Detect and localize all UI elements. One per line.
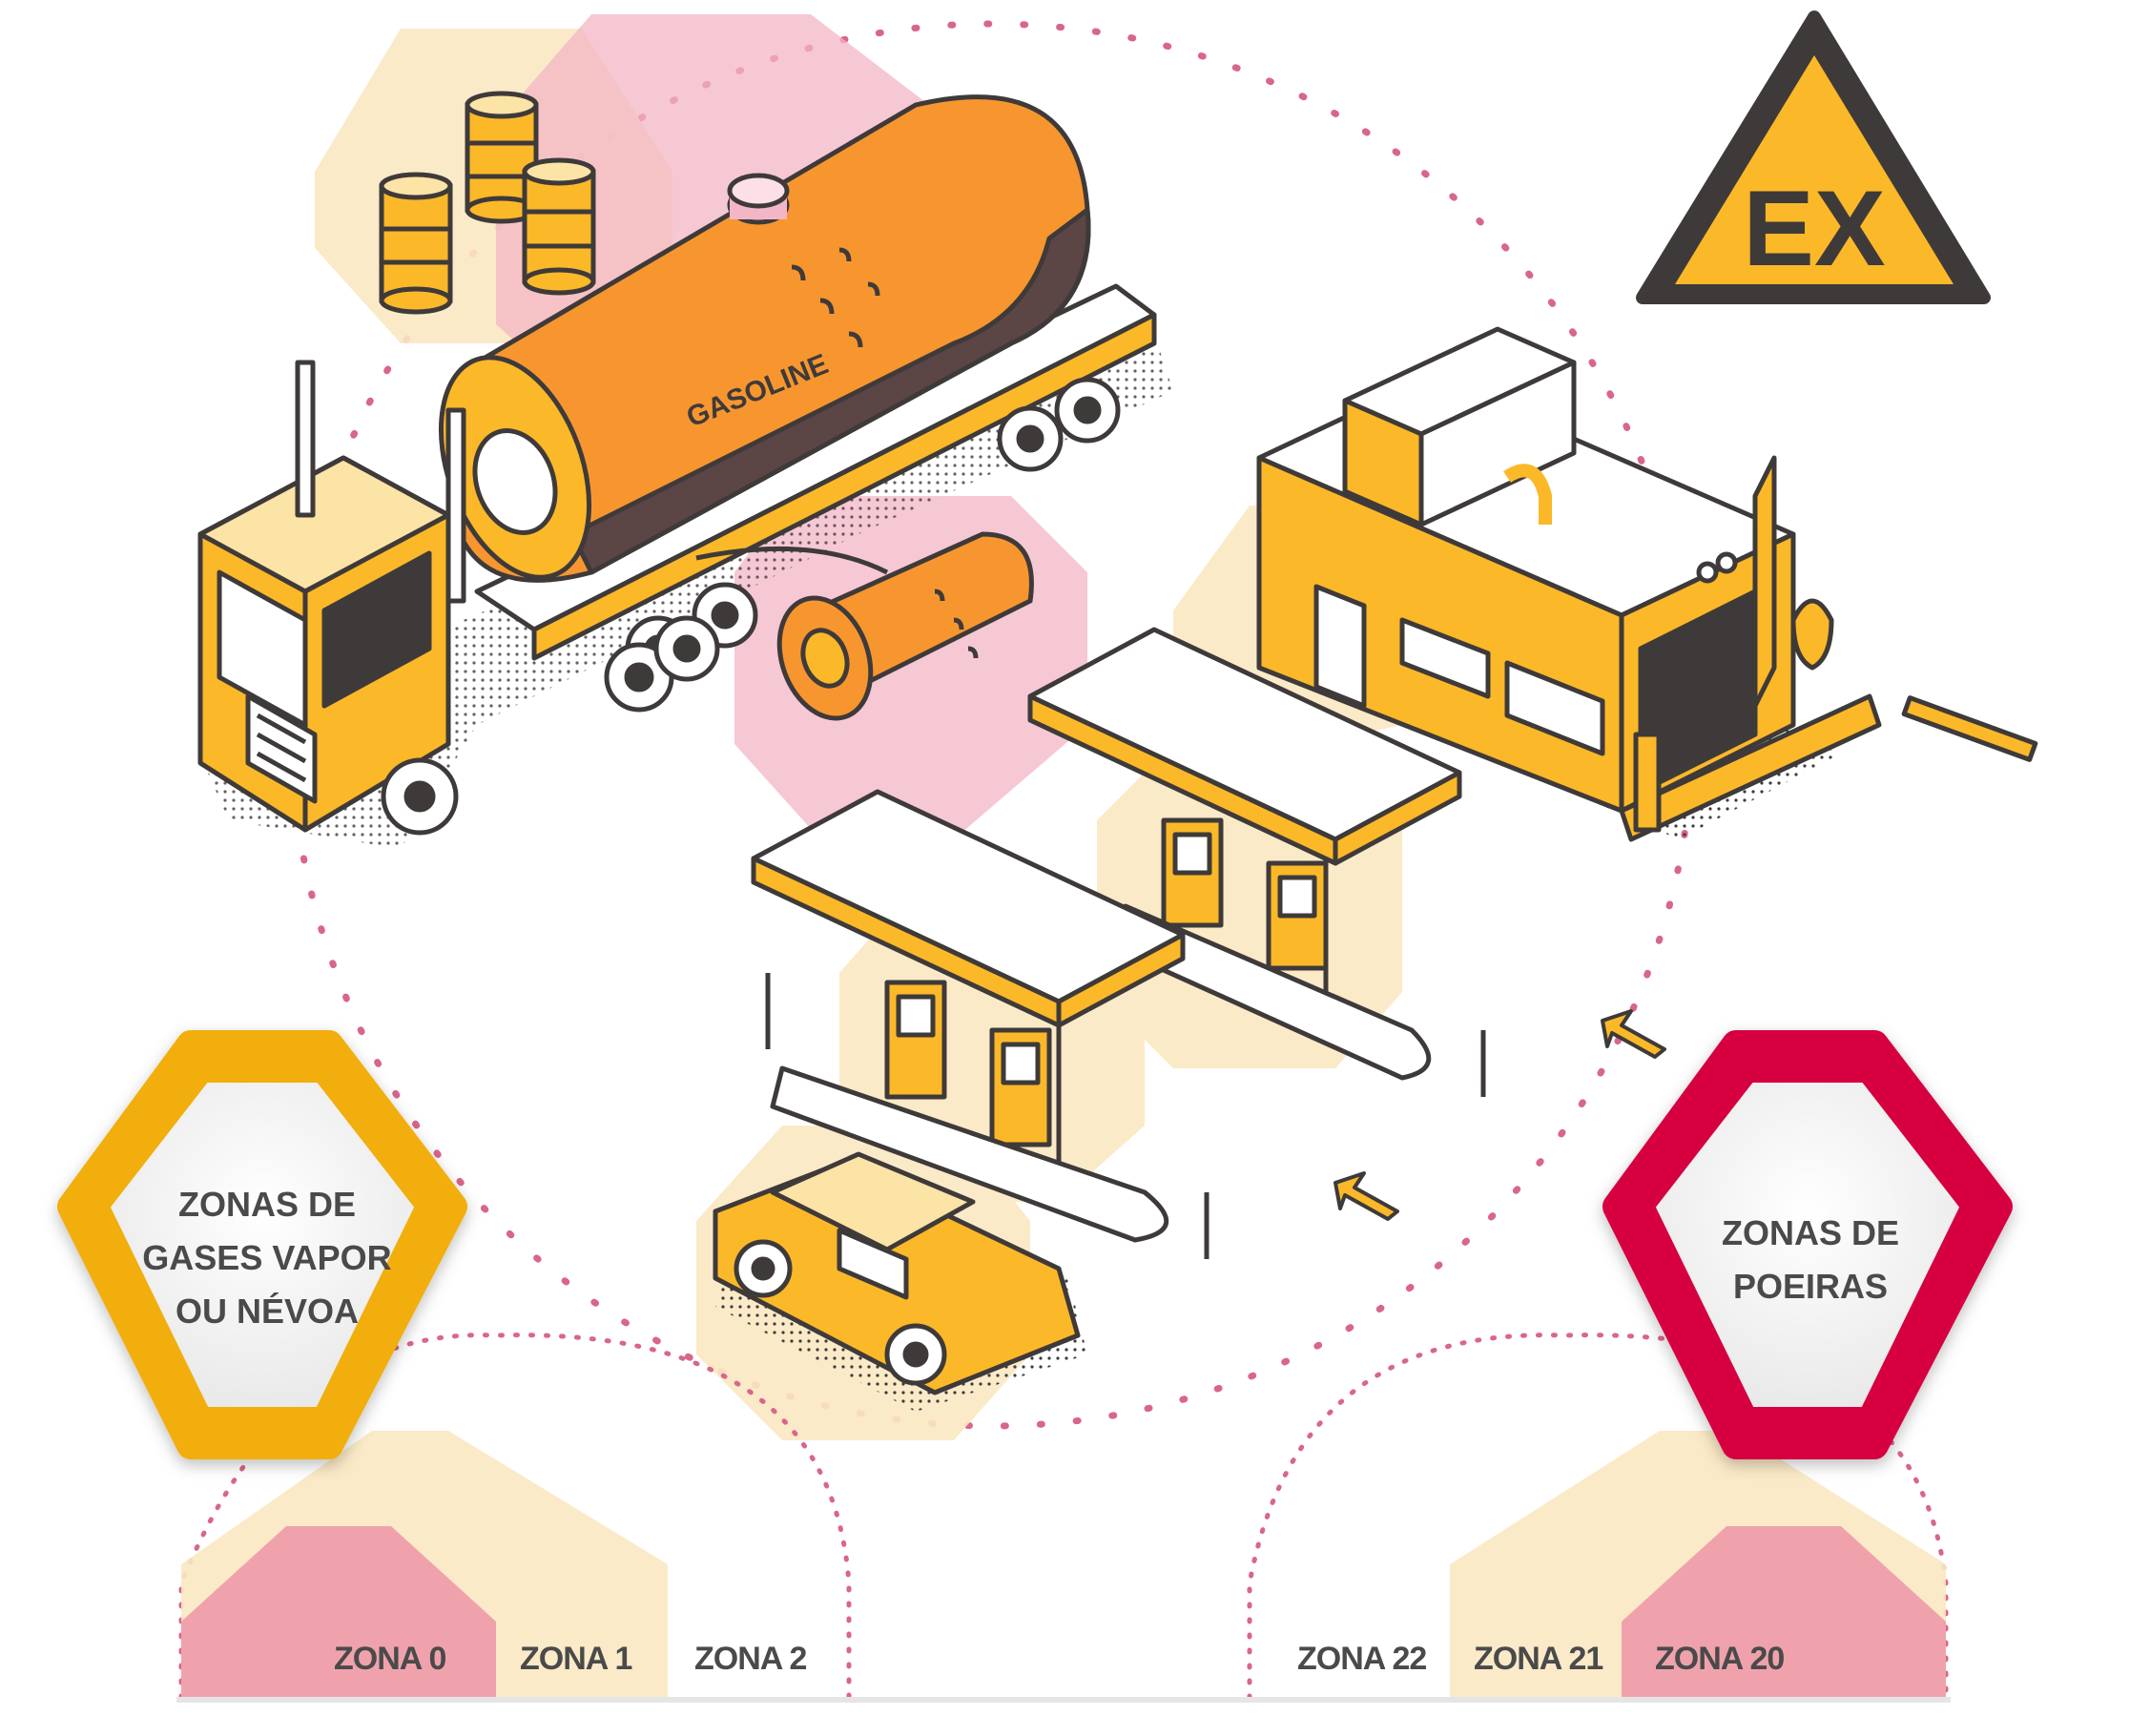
dust-zone-20-label: ZONA 20 <box>1655 1641 1785 1677</box>
ex-warning-icon: EX <box>1636 10 1991 304</box>
dust-panel-hexagon <box>1602 1030 2013 1459</box>
station-shop <box>1256 326 2038 842</box>
dust-panel-line: POEIRAS <box>1732 1267 1889 1306</box>
gas-panel-title: ZONAS DE GASES VAPOR OU NÉVOA <box>124 1178 410 1338</box>
gas-zone0-hex <box>181 1526 496 1698</box>
dust-zone20-hex <box>1622 1526 1946 1698</box>
gas-cylinder <box>695 531 1034 721</box>
dust-zone-22-label: ZONA 22 <box>1297 1641 1427 1677</box>
truck-cab <box>197 360 720 836</box>
direction-arrows <box>1333 1009 1666 1221</box>
gas-panel-line: OU NÉVOA <box>175 1292 360 1331</box>
gas-panel-line: ZONAS DE <box>177 1185 356 1224</box>
car <box>713 1151 1087 1412</box>
gas-zone-2-label: ZONA 2 <box>694 1641 807 1677</box>
gas-zone-0-label: ZONA 0 <box>334 1641 446 1677</box>
gas-zone2-dotted-arch <box>178 1333 852 1701</box>
fuel-canopy-front <box>751 789 1486 1259</box>
tanker-trailer <box>438 94 1157 682</box>
ex-sign-text: EX <box>1743 169 1885 288</box>
gas-panel-line: GASES VAPOR <box>142 1238 392 1277</box>
gas-zone-1-label: ZONA 1 <box>520 1641 632 1677</box>
oil-barrels <box>379 91 596 315</box>
fuel-canopy-back <box>1027 627 1462 1081</box>
dust-panel-line: ZONAS DE <box>1721 1213 1899 1252</box>
gas-panel-hexagon <box>57 1030 467 1459</box>
dust-panel-title: ZONAS DE POEIRAS <box>1667 1207 1954 1313</box>
dust-zone-21-label: ZONA 21 <box>1474 1641 1603 1677</box>
